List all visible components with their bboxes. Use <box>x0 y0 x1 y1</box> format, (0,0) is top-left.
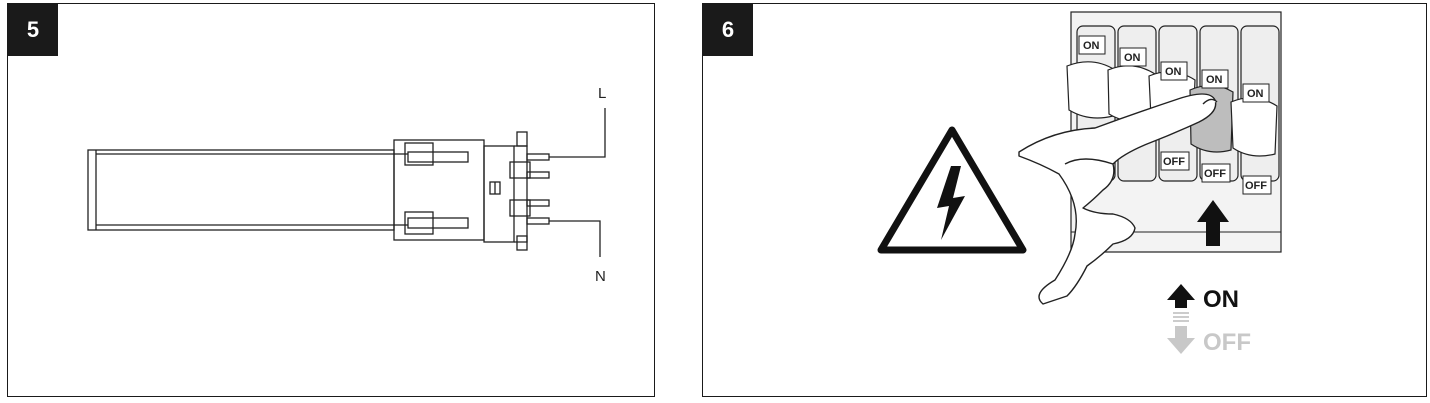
down-arrow-icon <box>1167 326 1195 354</box>
wires <box>549 108 606 257</box>
lamp-wiring-diagram: L N <box>87 85 606 285</box>
legend-off: OFF <box>1203 329 1251 356</box>
panel-breaker: 6 ON ON ON ON <box>702 3 1427 397</box>
legend-on: ON <box>1203 286 1239 313</box>
label-live: L <box>598 85 606 102</box>
switch-off-label: OFF <box>1204 168 1226 180</box>
label-neutral: N <box>595 268 606 285</box>
hand-icon <box>1018 93 1218 305</box>
panel-wiring: 5 <box>7 3 655 397</box>
step-badge: 5 <box>8 4 58 56</box>
switch-on-label: ON <box>1083 40 1100 52</box>
up-arrow-icon <box>1197 200 1229 246</box>
breaker-diagram: ON ON ON ON ON OFF OFF OFF OFF <box>877 11 1282 356</box>
switch-off-label: OFF <box>1163 156 1185 168</box>
switch-on-label: ON <box>1247 88 1264 100</box>
lamp-base-icon <box>87 131 550 251</box>
lightning-warning-icon <box>877 126 1027 254</box>
up-arrow-icon <box>1167 284 1195 308</box>
step-badge: 6 <box>703 4 753 56</box>
switch-on-label: ON <box>1206 74 1223 86</box>
switch-on-label: ON <box>1165 66 1182 78</box>
switch-off-label: OFF <box>1245 180 1267 192</box>
switch-on-label: ON <box>1124 52 1141 64</box>
